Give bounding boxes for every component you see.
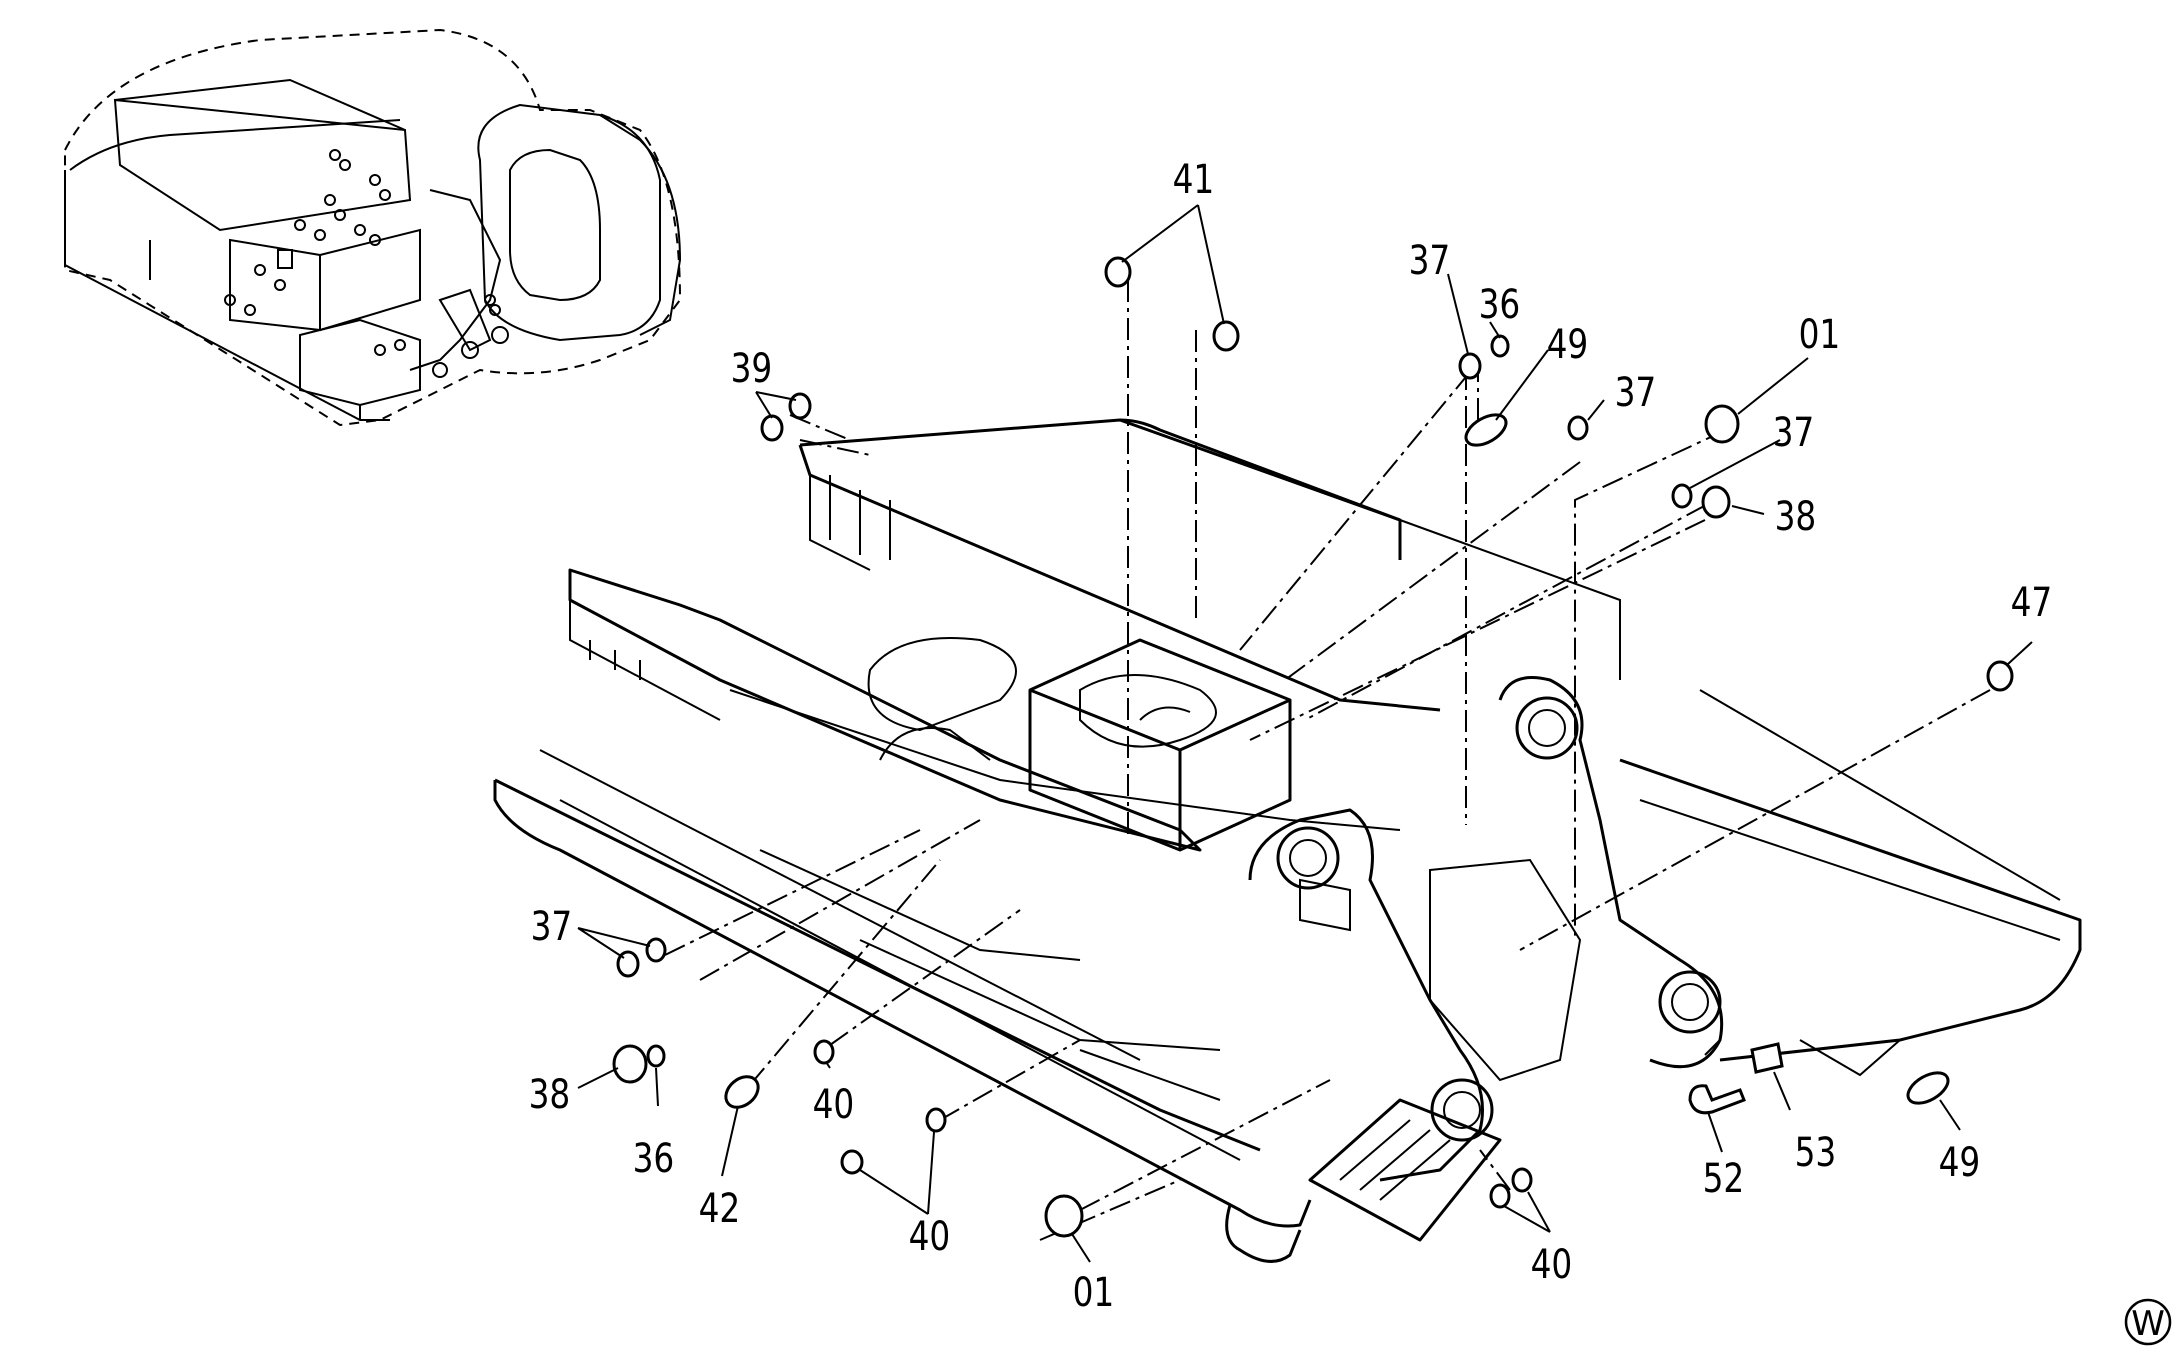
label-01-top: 01 <box>1799 311 1841 358</box>
label-39: 39 <box>731 345 773 392</box>
part-labels: 41 37 36 49 37 01 37 38 39 47 37 38 36 4… <box>529 156 2053 1316</box>
leader-lines <box>577 204 2033 1263</box>
grommet-40a <box>813 1039 835 1065</box>
grommet-40e <box>1511 1167 1533 1193</box>
assembly-guide-lines <box>664 280 1991 1241</box>
grommet-41a <box>1104 256 1132 288</box>
label-36-left: 36 <box>633 1135 675 1182</box>
label-37-top: 37 <box>1409 237 1451 284</box>
grommet-37c <box>1671 483 1693 509</box>
grommet-38b <box>612 1044 648 1084</box>
label-37-left: 37 <box>531 903 573 950</box>
label-49-right: 49 <box>1939 1139 1981 1186</box>
label-40-a: 40 <box>813 1081 855 1128</box>
label-40-c: 40 <box>1531 1241 1573 1288</box>
grommet-36b <box>646 1044 666 1068</box>
grommet-37a <box>1458 352 1482 380</box>
plate-53 <box>1750 1042 1784 1074</box>
label-49-top: 49 <box>1547 321 1589 368</box>
label-38-left: 38 <box>529 1071 571 1118</box>
label-37-right: 37 <box>1773 409 1815 456</box>
revolving-frame <box>493 418 2082 1263</box>
label-40-b: 40 <box>909 1213 951 1260</box>
view-mark-letter: W <box>2131 1304 2165 1344</box>
grommet-37e <box>645 937 667 963</box>
grommet-40c <box>925 1107 947 1133</box>
label-42: 42 <box>699 1185 741 1232</box>
label-41: 41 <box>1173 156 1215 203</box>
label-38-right: 38 <box>1775 493 1817 540</box>
bolt-52 <box>1688 1084 1746 1115</box>
grommet-49b <box>1906 1071 1950 1105</box>
grommet-39a <box>760 414 784 442</box>
grommet-39b <box>788 392 812 420</box>
grommet-49a <box>1464 413 1508 447</box>
grommet-36a <box>1490 334 1510 358</box>
grommet-38a <box>1701 485 1731 519</box>
label-36-top: 36 <box>1479 281 1521 328</box>
label-47: 47 <box>2011 579 2053 626</box>
label-01-bottom: 01 <box>1073 1269 1115 1316</box>
grommet-parts <box>612 256 2014 1238</box>
grommet-37b <box>1567 415 1589 441</box>
label-37-mid: 37 <box>1615 369 1657 416</box>
grommet-40b <box>840 1149 864 1175</box>
label-52: 52 <box>1703 1155 1745 1202</box>
plug-01b <box>1044 1194 1084 1238</box>
plug-01a <box>1704 404 1740 444</box>
grommet-47 <box>1986 660 2014 692</box>
machine-overview-inset <box>64 28 682 427</box>
label-53: 53 <box>1795 1129 1837 1176</box>
grommet-41b <box>1212 320 1240 352</box>
grommet-42 <box>724 1075 760 1109</box>
view-mark: W <box>2124 1298 2172 1346</box>
grommet-40d <box>1489 1183 1511 1209</box>
